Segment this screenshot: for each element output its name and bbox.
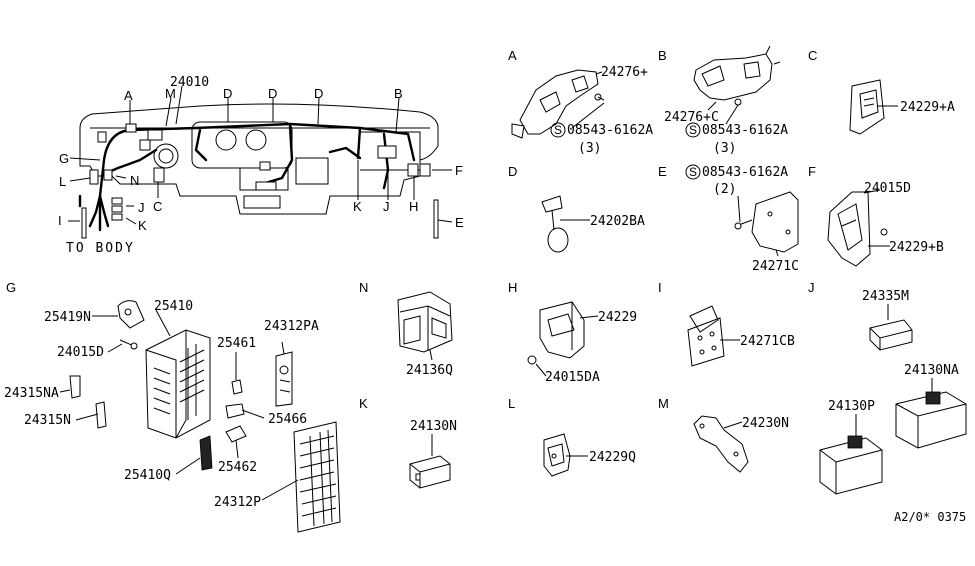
part-24229-plus-a: 24229+A <box>900 100 955 115</box>
label-n: N <box>130 173 139 188</box>
label-e: E <box>455 215 464 230</box>
bracket-i-drawing <box>687 305 725 367</box>
part-25410: 25410 <box>154 299 193 314</box>
part-24202ba: 24202BA <box>590 214 645 229</box>
footer-code: A2/0* 0375 <box>894 510 966 524</box>
relay-bracket-c-drawing <box>849 79 885 135</box>
part-24229-h: 24229 <box>598 310 637 325</box>
label-d2: D <box>268 86 277 101</box>
label-d1: D <box>223 86 232 101</box>
section-b-letter: B <box>658 48 667 63</box>
label-k2: K <box>353 199 362 214</box>
screw-symbol-e <box>685 164 701 180</box>
label-d3: D <box>314 86 323 101</box>
label-f: F <box>455 163 463 178</box>
fuse-block-g-drawing <box>69 300 341 533</box>
part-24015d-g: 24015D <box>57 345 104 360</box>
label-l: L <box>59 174 66 189</box>
part-24130n: 24130N <box>410 419 457 434</box>
bracket-m-drawing <box>693 415 749 473</box>
screw-symbol-b <box>685 122 701 138</box>
label-i: I <box>58 213 62 228</box>
bracket-l-drawing <box>543 433 571 477</box>
clip-d-drawing <box>541 195 572 253</box>
section-f-letter: F <box>808 164 816 179</box>
label-b: B <box>394 86 403 101</box>
section-h-letter: H <box>508 280 517 295</box>
part-24335m: 24335M <box>862 289 909 304</box>
section-i-letter: I <box>658 280 662 295</box>
part-24130p: 24130P <box>828 399 875 414</box>
label-a: A <box>124 88 133 103</box>
section-k-letter: K <box>359 396 368 411</box>
part-24315n: 24315N <box>24 413 71 428</box>
part-25410q: 25410Q <box>124 468 171 483</box>
label-to-body: TO BODY <box>66 241 135 256</box>
label-m: M <box>165 86 176 101</box>
section-d-letter: D <box>508 164 517 179</box>
section-l-letter: L <box>508 396 515 411</box>
instrument-panel-harness <box>68 85 453 239</box>
part-24271cb: 24271CB <box>740 334 795 349</box>
qty-b: (3) <box>713 141 736 156</box>
part-08543-6162a-a: 08543-6162A <box>567 123 653 138</box>
connector-k-drawing <box>409 455 451 489</box>
part-24229q: 24229Q <box>589 450 636 465</box>
part-24136q: 24136Q <box>406 363 453 378</box>
qty-e: (2) <box>713 182 736 197</box>
section-g-letter: G <box>6 280 16 295</box>
bracket-h-drawing <box>527 301 585 365</box>
part-24015da: 24015DA <box>545 370 600 385</box>
label-j2: J <box>383 199 390 214</box>
label-g: G <box>59 151 69 166</box>
bracket-e-drawing <box>734 191 799 253</box>
section-j-letter: J <box>808 280 815 295</box>
part-25462: 25462 <box>218 460 257 475</box>
label-h: H <box>409 199 418 214</box>
label-j1: J <box>138 200 145 215</box>
screw-symbol-a <box>550 122 566 138</box>
part-24130na: 24130NA <box>904 363 959 378</box>
part-24312pa: 24312PA <box>264 319 319 334</box>
qty-a: (3) <box>578 141 601 156</box>
section-e-letter: E <box>658 164 667 179</box>
section-n-letter: N <box>359 280 368 295</box>
part-25466: 25466 <box>268 412 307 427</box>
part-08543-6162a-e: 08543-6162A <box>702 165 788 180</box>
screw-symbol-a-letter: S <box>554 123 562 137</box>
part-08543-6162a-b: 08543-6162A <box>702 123 788 138</box>
label-c: C <box>153 199 162 214</box>
part-24315na: 24315NA <box>4 386 59 401</box>
section-a-letter: A <box>508 48 517 63</box>
part-24015d-f: 24015D <box>864 181 911 196</box>
part-25461: 25461 <box>217 336 256 351</box>
screw-symbol-b-letter: S <box>689 123 697 137</box>
screw-symbol-e-letter: S <box>689 165 697 179</box>
section-m-letter: M <box>658 396 669 411</box>
label-24010: 24010 <box>170 75 209 90</box>
connector-n-drawing <box>397 291 453 353</box>
section-c-letter: C <box>808 48 817 63</box>
part-24276-plus: 24276+ <box>601 65 648 80</box>
connectors-j-drawing <box>819 319 967 495</box>
label-k1: K <box>138 218 147 233</box>
part-24230n: 24230N <box>742 416 789 431</box>
part-24312p: 24312P <box>214 495 261 510</box>
part-24229-plus-b: 24229+B <box>889 240 944 255</box>
part-25419n: 25419N <box>44 310 91 325</box>
part-24271c: 24271C <box>752 259 799 274</box>
bracket-b-drawing <box>693 45 781 106</box>
bracket-a-drawing <box>511 69 605 139</box>
part-24276-plus-c: 24276+C <box>664 110 719 125</box>
bracket-f-drawing <box>827 191 888 267</box>
